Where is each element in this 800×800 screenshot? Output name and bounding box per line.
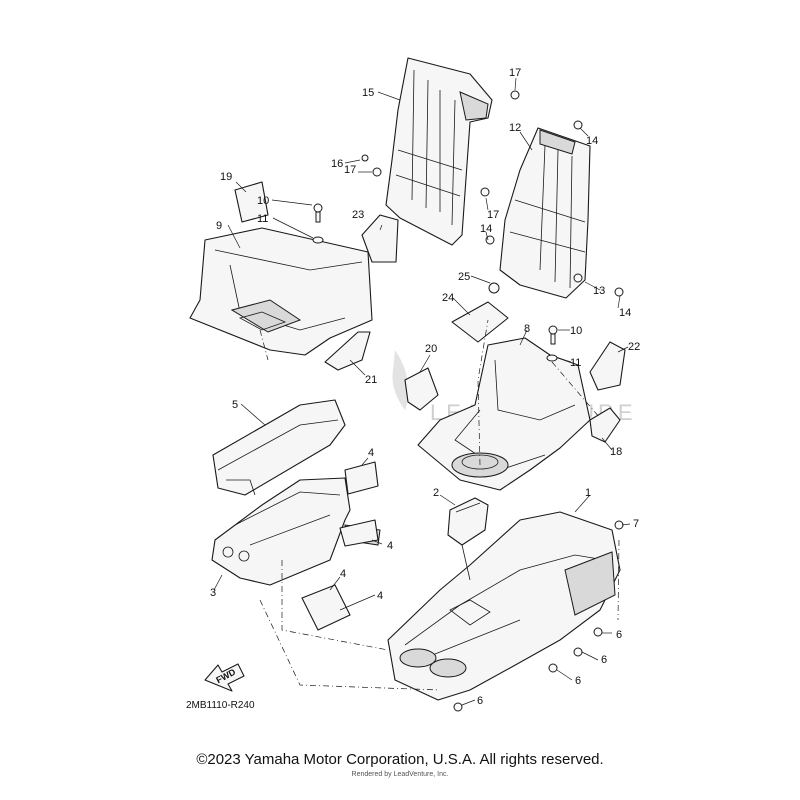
part-4-pads <box>301 461 379 631</box>
fasteners <box>312 90 624 712</box>
callout-4-b: 4 <box>387 540 393 552</box>
part-12-seat-back-right <box>499 127 591 299</box>
part-23-bracket <box>361 214 399 263</box>
callout-14-a: 14 <box>586 135 598 147</box>
part-15-seat-back-left <box>385 57 493 246</box>
diagram-code: 2MB1110-R240 <box>186 700 255 711</box>
callout-6-c: 6 <box>575 675 581 687</box>
part-9-floor-tray-left <box>189 227 373 356</box>
callout-11-a: 11 <box>257 213 268 225</box>
callout-22: 22 <box>628 341 640 353</box>
fwd-arrow-icon: FWD <box>204 663 245 692</box>
callout-labels: 15 17 12 14 16 17 17 14 19 10 11 23 9 25… <box>210 67 640 707</box>
callout-8: 8 <box>524 323 530 335</box>
assembly-lines <box>259 319 620 691</box>
copyright-notice: ©2023 Yamaha Motor Corporation, U.S.A. A… <box>196 751 604 768</box>
part-20-bracket <box>404 367 439 411</box>
callout-18: 18 <box>610 446 622 458</box>
callout-20: 20 <box>425 343 437 355</box>
part-1-center-console <box>387 511 621 701</box>
callout-25: 25 <box>458 271 470 283</box>
callout-11-b: 11 <box>570 357 581 369</box>
callout-10-b: 10 <box>570 325 582 337</box>
callout-23: 23 <box>352 209 364 221</box>
callout-17-c: 17 <box>487 209 499 221</box>
callout-4-c: 4 <box>340 568 346 580</box>
part-19-bracket <box>234 181 269 223</box>
callout-24: 24 <box>442 292 454 304</box>
callout-10-a: 10 <box>257 195 269 207</box>
callout-1: 1 <box>585 487 591 499</box>
watermark-logo-icon <box>392 350 409 410</box>
callout-17-b: 17 <box>344 164 356 176</box>
callout-6-a: 6 <box>616 629 622 641</box>
part-24-bracket <box>451 301 509 343</box>
callout-21: 21 <box>365 374 377 386</box>
callout-3: 3 <box>210 587 216 599</box>
callout-12: 12 <box>509 122 521 134</box>
callout-17-a: 17 <box>509 67 521 79</box>
part-22-bracket <box>589 341 626 391</box>
callout-14-b: 14 <box>480 223 492 235</box>
callout-7: 7 <box>633 518 639 530</box>
callout-14-c: 14 <box>619 307 631 319</box>
callout-6-d: 6 <box>477 695 483 707</box>
callout-4-d: 4 <box>377 590 383 602</box>
part-2-shift-knob <box>447 497 489 581</box>
callout-5: 5 <box>232 399 238 411</box>
callout-19: 19 <box>220 171 232 183</box>
leader-lines <box>213 77 631 706</box>
callout-2: 2 <box>433 487 439 499</box>
callout-9: 9 <box>216 220 222 232</box>
part-5-console-lid <box>212 399 346 496</box>
callout-16: 16 <box>331 158 343 170</box>
callout-6-b: 6 <box>601 654 607 666</box>
part-18-latch <box>589 407 621 443</box>
render-note: Rendered by LeadVenture, Inc. <box>351 771 449 778</box>
part-21-cover <box>324 331 371 371</box>
callout-15: 15 <box>362 87 374 99</box>
callout-13: 13 <box>593 285 605 297</box>
callout-4-a: 4 <box>368 447 374 459</box>
